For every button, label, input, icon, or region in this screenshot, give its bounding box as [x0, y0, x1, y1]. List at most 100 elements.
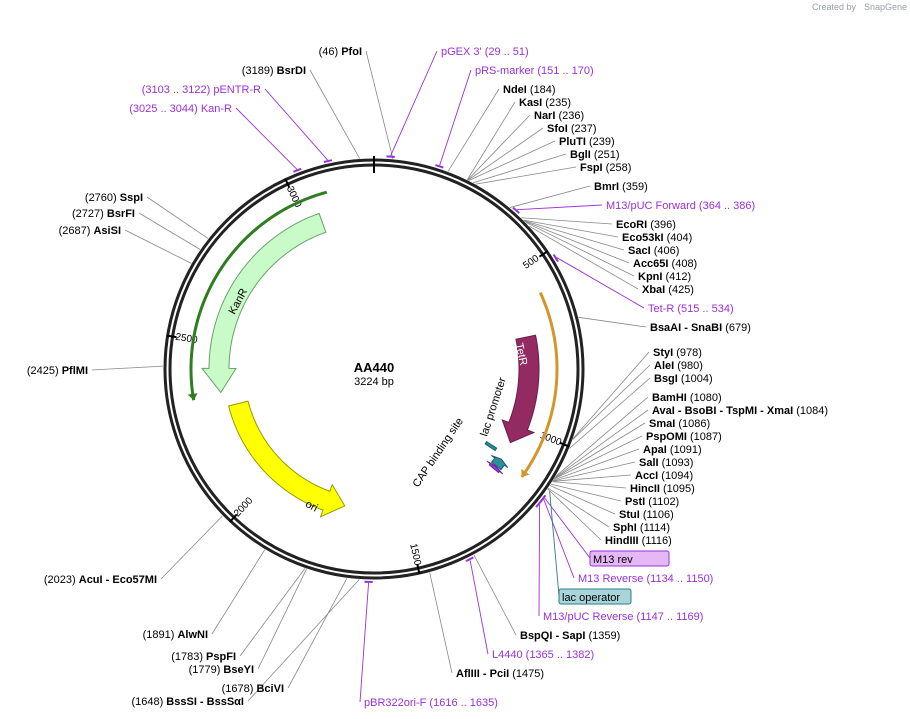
leader-bsgi	[569, 377, 651, 449]
feature-label-ori: ori	[303, 498, 319, 514]
primer-leader-kan-r	[235, 107, 298, 170]
primer-label-pgex-3: pGEX 3' (29 .. 51)	[441, 46, 529, 58]
enzyme-coord: (46)	[319, 46, 342, 58]
enzyme-label-alei: AleI (980)	[654, 360, 703, 372]
enzyme-coord: (404)	[664, 232, 693, 244]
enzyme-coord: (1093)	[659, 457, 694, 469]
enzyme-label-smai: SmaI (1086)	[649, 418, 710, 430]
enzyme-smai: SmaI (1086)	[649, 418, 710, 430]
enzyme-kasi: KasI (235)	[519, 97, 571, 109]
primer-label-tet-r: Tet-R (515 .. 534)	[648, 303, 734, 315]
enzyme-bsssi-bsss-i: (1648) BssSI - BssSαI	[131, 696, 244, 708]
leader-hincii	[552, 481, 627, 489]
primer-label-l4440: L4440 (1365 .. 1382)	[492, 649, 594, 661]
primer-range: (515 .. 534)	[677, 303, 733, 315]
leader-saci	[523, 220, 625, 251]
enzyme-coord: (1087)	[687, 431, 722, 443]
enzyme-acui-eco57mi: (2023) AcuI - Eco57MI	[44, 574, 157, 586]
leader-stui	[549, 485, 616, 515]
primer-leader-prs-marker	[439, 69, 472, 166]
enzyme-label-bsssi-bsss-i: (1648) BssSI - BssSαI	[131, 696, 244, 708]
enzyme-label-bsrdi: (3189) BsrDI	[242, 65, 306, 77]
primer-range: (1134 .. 1150)	[646, 573, 713, 585]
tick-3000	[284, 178, 291, 189]
enzyme-coord: (1080)	[687, 392, 722, 404]
enzyme-label-sali: SalI (1093)	[639, 457, 693, 469]
enzyme-label-fspi: FspI (258)	[580, 162, 631, 174]
primer-name: pBR322ori-F	[364, 697, 429, 709]
enzyme-kpni: KpnI (412)	[638, 271, 691, 283]
lac-operator-text: lac operator	[562, 592, 620, 604]
leader-kasi	[466, 101, 516, 180]
primer-kan-r: (3025 .. 3044) Kan-R	[129, 103, 232, 115]
primer-label-m13-puc-forward: M13/pUC Forward (364 .. 386)	[606, 200, 755, 212]
primer-name: pRS-marker	[475, 65, 537, 77]
enzyme-name: BciVI	[256, 683, 284, 695]
enzyme-name: PstI	[625, 496, 645, 508]
enzyme-label-bspqi-sapi: BspQI - SapI (1359)	[520, 630, 620, 642]
credit-created-by: Created by	[812, 2, 857, 12]
enzyme-label-ecori: EcoRI (396)	[616, 219, 676, 231]
leader-nari	[467, 114, 531, 181]
enzyme-name: AflIII	[456, 668, 480, 680]
enzyme-asisi: (2687) AsiSI	[59, 225, 121, 237]
enzyme-name: - SnaBI	[681, 322, 722, 334]
enzyme-name: AsiSI	[93, 225, 121, 237]
enzyme-ecori: EcoRI (396)	[616, 219, 676, 231]
enzyme-coord: (425)	[665, 284, 694, 296]
primer-range: (3025 .. 3044)	[129, 103, 201, 115]
leader-bseyi	[257, 568, 307, 670]
enzyme-name: - SapI	[552, 630, 585, 642]
enzyme-coord: (396)	[647, 219, 676, 231]
enzyme-label-avai-bsobi-tspmi-xmai: AvaI - BsoBI - TspMI - XmaI (1084)	[652, 405, 828, 417]
enzyme-coord: (1106)	[640, 509, 674, 521]
leader-sspi	[146, 196, 209, 239]
enzyme-bmri: BmrI (359)	[594, 181, 648, 193]
enzyme-label-bgli: BglI (251)	[570, 149, 620, 161]
primer-pgex-3: pGEX 3' (29 .. 51)	[441, 46, 529, 58]
enzyme-name: BamHI	[652, 392, 687, 404]
primer-leader-pgex-3	[390, 50, 438, 156]
leader-bamhi	[555, 396, 649, 477]
enzyme-name: HincII	[630, 483, 660, 495]
enzyme-coord: (2727)	[72, 208, 107, 220]
primer-range: (1147 .. 1169)	[637, 611, 704, 623]
enzyme-label-acc65i: Acc65I (408)	[633, 258, 697, 270]
primer-m13-puc-forward: M13/pUC Forward (364 .. 386)	[606, 200, 755, 212]
enzyme-coord: (406)	[651, 245, 680, 257]
enzyme-bseyi: (1779) BseYI	[189, 664, 254, 676]
enzyme-afliii-pcii: AflIII - PciI (1475)	[456, 668, 544, 680]
enzyme-bspqi-sapi: BspQI - SapI (1359)	[520, 630, 620, 642]
primer-label-kan-r: (3025 .. 3044) Kan-R	[129, 103, 232, 115]
enzyme-eco53ki: Eco53kI (404)	[622, 232, 692, 244]
primer-label-prs-marker: pRS-marker (151 .. 170)	[475, 65, 594, 77]
enzyme-label-pspfi: (1783) PspFI	[171, 651, 236, 663]
leader-asisi	[124, 229, 192, 264]
enzyme-name: EcoRI	[616, 219, 647, 231]
leader-bsssi-bsss-i	[247, 579, 360, 702]
enzyme-name: SalI	[639, 457, 659, 469]
enzyme-name: BsrDI	[277, 65, 306, 77]
leader-alei	[572, 364, 651, 440]
leader-m13-rev	[544, 497, 591, 559]
enzyme-name: AvaI	[652, 405, 675, 417]
enzyme-psti: PstI (1102)	[625, 496, 679, 508]
enzyme-sspi: (2760) SspI	[85, 192, 143, 204]
feature-tetr	[501, 334, 540, 444]
enzyme-name: PflMI	[62, 365, 88, 377]
primer-leader-tet-r	[556, 257, 645, 309]
enzyme-coord: (1783)	[171, 651, 206, 663]
enzyme-name: - Eco57MI	[103, 574, 157, 586]
enzyme-name: XbaI	[642, 284, 665, 296]
enzyme-name: StyI	[653, 347, 673, 359]
enzyme-name: ApaI	[643, 444, 667, 456]
primer-name: M13 Reverse	[578, 573, 646, 585]
primer-range: (364 .. 386)	[699, 200, 755, 212]
feature-kanr	[200, 212, 327, 394]
tick-label-1500: 1500	[407, 542, 423, 567]
enzyme-coord: (258)	[603, 162, 632, 174]
enzyme-coord: (3189)	[242, 65, 277, 77]
tetr-marker-head	[521, 468, 530, 478]
